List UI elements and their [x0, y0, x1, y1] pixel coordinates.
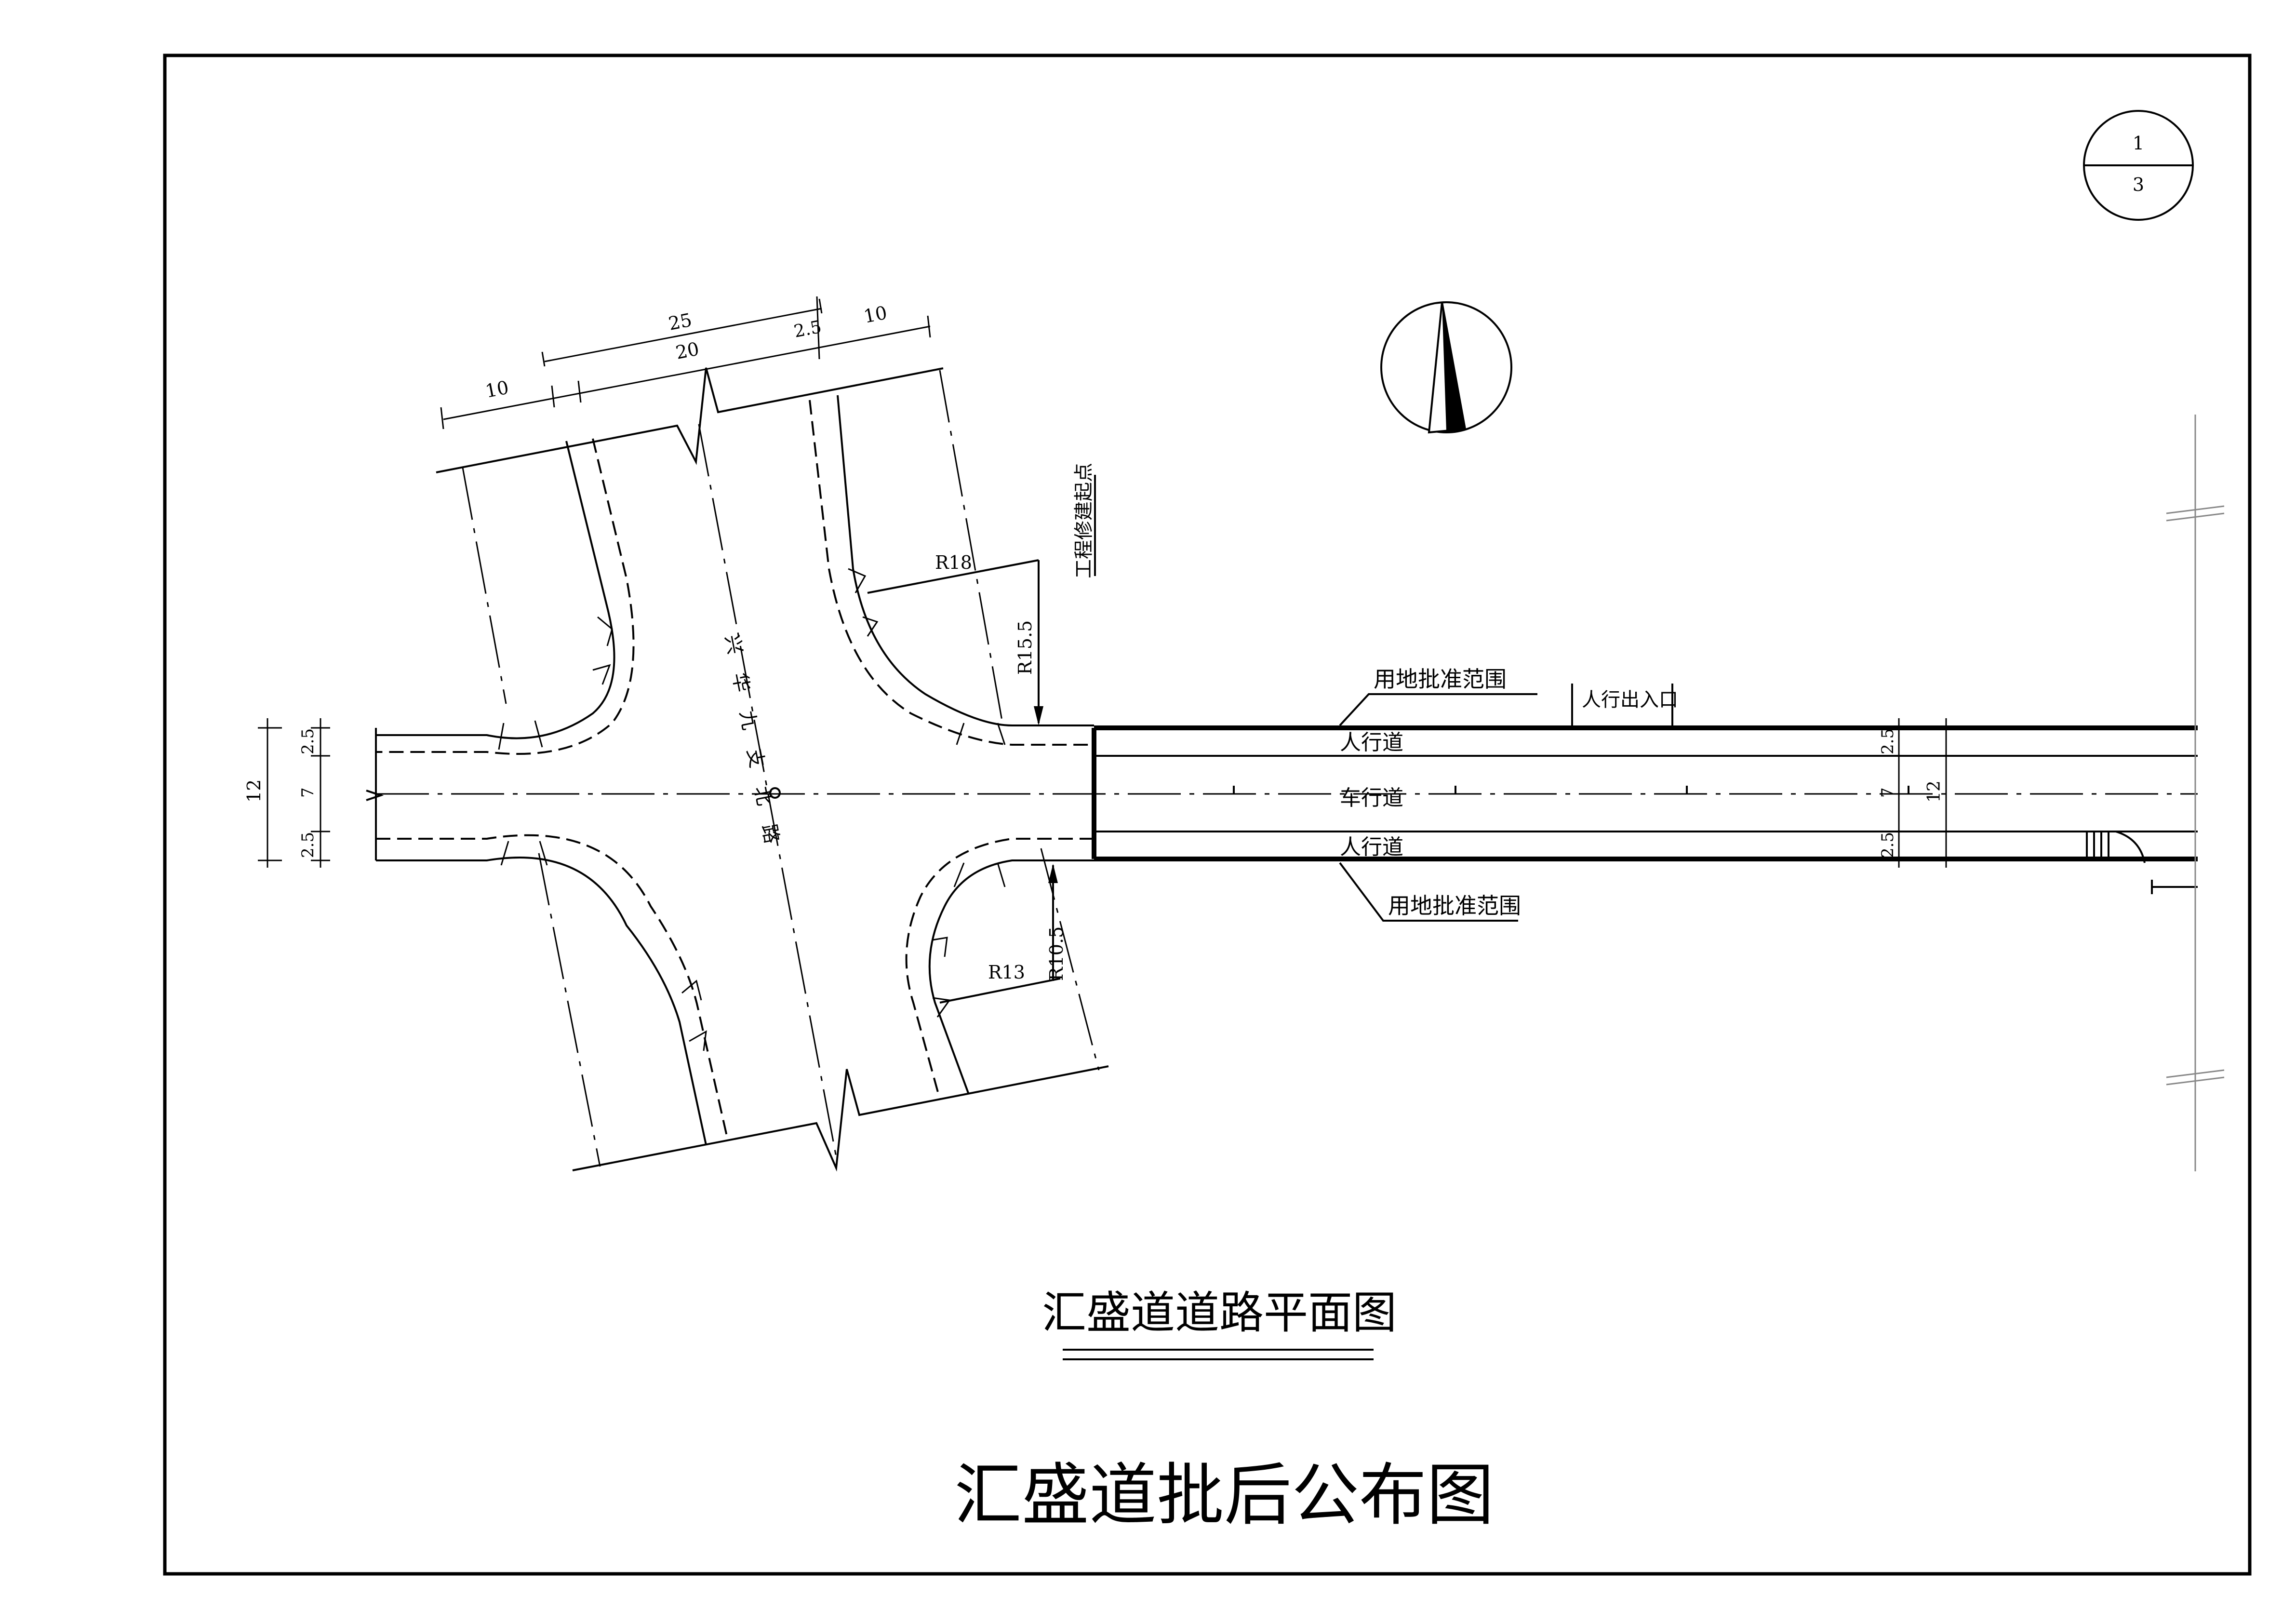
dimensions-top: 25 20 2.5 10 10 [440, 296, 931, 429]
sidewalk-top-label: 人行道 [1340, 730, 1403, 755]
dim-right-mid: 7 [1878, 787, 1897, 798]
radius-callouts: R18 R15.5 R13 R10.5 [867, 552, 1067, 1004]
radius-r18: R18 [935, 552, 972, 573]
dim-left-top: 2.5 [298, 728, 318, 754]
drawing-frame [163, 54, 2252, 1576]
plan-title: 汇盛道道路平面图 [1042, 1287, 1397, 1339]
radius-r10-5: R10.5 [1046, 926, 1067, 981]
titles: 汇盛道道路平面图 汇盛道批后公布图 [954, 1287, 1494, 1535]
dim-top-10-right: 10 [862, 302, 889, 327]
dim-right-bottom: 2.5 [1878, 832, 1897, 858]
sidewalk-bottom-label: 人行道 [1340, 835, 1403, 859]
dim-top-10-left: 10 [483, 376, 510, 402]
dim-left-mid: 7 [298, 787, 318, 798]
radius-r13: R13 [988, 962, 1025, 983]
dim-right-total: 12 [1924, 780, 1944, 803]
dim-top-25: 25 [667, 309, 694, 334]
dimensions-right: 2.5 7 2.5 12 [1878, 718, 1956, 868]
sheet-number-badge: 1 3 [2083, 110, 2194, 221]
dimensions-left: 12 2.5 7 2.5 [243, 718, 330, 868]
project-start-label: 工程修建起点 [1073, 463, 1095, 578]
annotations: 用地批准范围 用地批准范围 人行出入口 工程修建起点 [1073, 463, 1678, 922]
dim-left-bottom: 2.5 [298, 832, 318, 858]
boundary-top-label: 用地批准范围 [1374, 666, 1507, 692]
dim-top-20: 20 [674, 338, 701, 363]
radius-r15-5: R15.5 [1015, 620, 1036, 675]
sheet-total: 3 [2133, 174, 2144, 195]
dim-right-top: 2.5 [1878, 728, 1897, 754]
cross-road-name: 兴华九支北路 [721, 633, 787, 864]
carriageway-label: 车行道 [1340, 786, 1403, 810]
dim-left-total: 12 [243, 779, 265, 803]
main-road: 人行道 车行道 人行道 [366, 415, 2225, 1171]
sheet-number: 1 [2133, 133, 2144, 154]
pedestrian-entrance-label: 人行出入口 [1582, 689, 1678, 711]
north-arrow-icon [1380, 301, 1512, 434]
main-title: 汇盛道批后公布图 [954, 1456, 1494, 1535]
cross-road: 兴华九支北路 [376, 367, 1109, 1172]
boundary-bottom-label: 用地批准范围 [1388, 893, 1521, 919]
